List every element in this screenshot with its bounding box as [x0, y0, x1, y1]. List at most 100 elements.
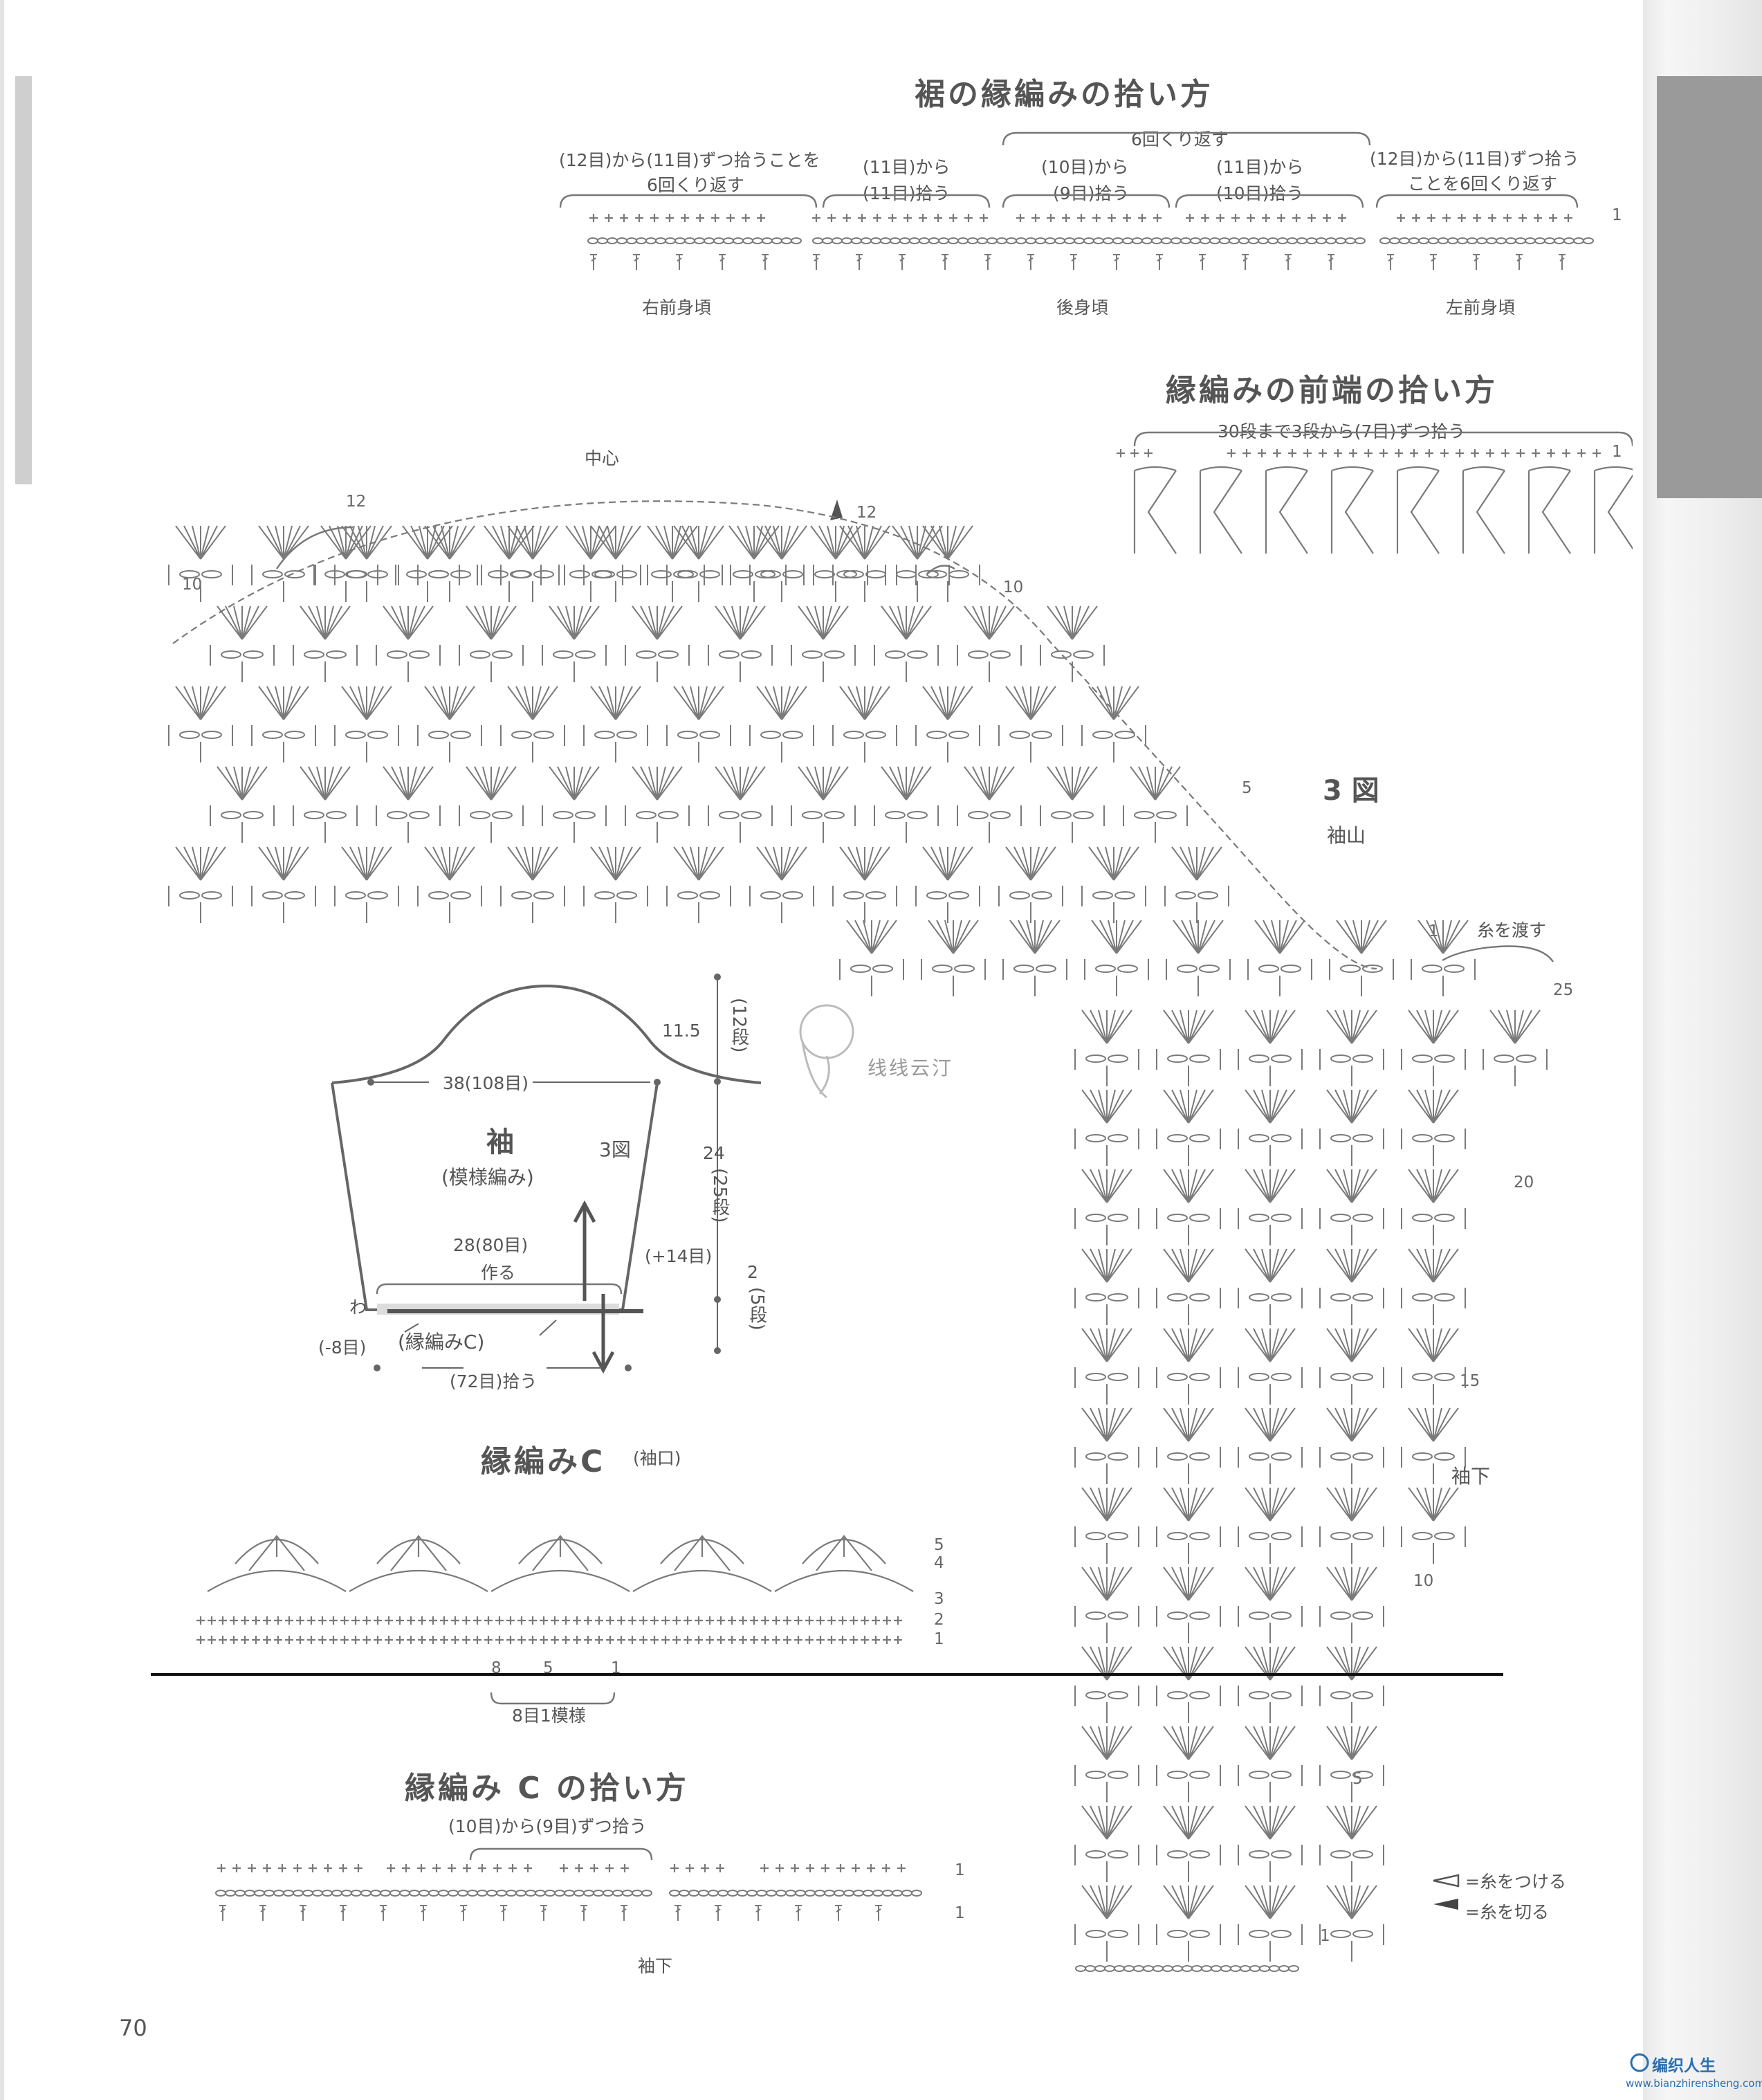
row-5-body: 5	[1352, 1770, 1363, 1788]
cap-height: 11.5	[662, 1021, 701, 1041]
sleeve-minus8: (-8目)	[318, 1337, 367, 1358]
sleeve-figure-ref: 3図	[599, 1138, 631, 1161]
row-1-body: 1	[1320, 1927, 1330, 1945]
fan-motif	[1156, 1726, 1221, 1802]
fan-motif	[1238, 1169, 1303, 1245]
page-number: 70	[119, 2015, 147, 2041]
fan-motif	[1238, 1328, 1303, 1405]
fan-motif	[708, 605, 773, 682]
edge-c-count-5: 5	[543, 1659, 553, 1677]
fan-motif	[1156, 1407, 1221, 1484]
fan-motif	[1156, 1248, 1221, 1325]
fan-motif	[376, 766, 441, 843]
front-edge-title: 縁編みの前端の拾い方	[1166, 373, 1498, 408]
label-right-front: 右前身頃	[642, 298, 712, 318]
fan-motif	[1238, 1726, 1303, 1802]
single-crochet-row	[1117, 449, 1153, 457]
fan-motif	[1319, 1885, 1384, 1962]
chain-row	[587, 237, 802, 244]
edge-c-pickup-title: 縁編み C の拾い方	[405, 1771, 689, 1806]
fan-motif	[1156, 1885, 1221, 1962]
single-crochet-row	[196, 1636, 902, 1644]
fan-motif	[998, 686, 1063, 763]
fan-motif	[1319, 1328, 1384, 1405]
fan-motif	[1081, 846, 1146, 923]
fan-motif	[1238, 1567, 1303, 1643]
edge-c-row-1: 1	[934, 1630, 944, 1648]
cap-rows: (12段)	[728, 998, 749, 1053]
edge-c-chart	[196, 1535, 914, 1705]
legend-attach: =糸をつける	[1465, 1872, 1566, 1892]
fan-motif	[1401, 1169, 1466, 1245]
row-5-cap: 5	[1242, 779, 1252, 797]
fan-motif	[1483, 1010, 1548, 1086]
fan-motif	[1074, 1487, 1139, 1564]
fan-motif	[1401, 1089, 1466, 1166]
sleeve-outline	[331, 974, 762, 1374]
fan-motif	[459, 766, 524, 843]
single-crochet-row	[670, 1864, 724, 1872]
fan-motif	[1319, 1805, 1384, 1882]
double-crochet-row	[1387, 254, 1566, 270]
fan-motif	[1002, 920, 1067, 996]
single-crochet-row	[560, 1864, 629, 1872]
double-crochet-row	[813, 254, 1334, 270]
fan-motif	[1166, 920, 1231, 996]
hem-a1: (11目)から	[863, 157, 951, 177]
sleeve-pattern: (模様編み)	[441, 1166, 534, 1189]
site-url: www.bianzhirensheng.com	[1626, 2077, 1762, 2090]
fan-motif	[915, 525, 980, 602]
fan-motif	[832, 525, 897, 602]
reference-line	[151, 1673, 1503, 1676]
fan-motif	[583, 686, 648, 763]
edge-c-pickup-underarm: 袖下	[638, 1956, 673, 1976]
fan-motif	[708, 766, 773, 843]
edge-c-pickup-row-1a: 1	[955, 1861, 965, 1879]
fan-motif	[1401, 1407, 1466, 1484]
front-edge-motif	[1527, 466, 1571, 554]
fan-motif	[251, 686, 316, 763]
sleeve-make: 作る	[481, 1263, 516, 1283]
fan-motif	[558, 525, 623, 602]
fan-motif	[885, 525, 950, 602]
row-25: 25	[1553, 981, 1574, 999]
front-edge-motif	[1265, 466, 1308, 554]
fan-motif	[1247, 920, 1312, 996]
edge-c-row-4: 4	[934, 1554, 944, 1572]
double-crochet-row	[219, 1905, 627, 1921]
fan-motif	[1081, 686, 1146, 763]
fan-motif	[1238, 1805, 1303, 1882]
fan-motif	[210, 605, 275, 682]
site-logo-icon	[1630, 2053, 1649, 2072]
cuff-rows: (5段)	[746, 1287, 767, 1331]
edge-c-pickup-diagram	[215, 1847, 923, 1921]
front-edge-stitches	[1117, 449, 1633, 554]
fan-motif	[1156, 1487, 1221, 1564]
fan-motif	[1319, 1726, 1384, 1802]
fan-motif	[1238, 1248, 1303, 1325]
edge-c-pickup-stitches	[215, 1864, 923, 1921]
fan-motif	[1156, 1010, 1221, 1086]
chain-row	[215, 1890, 653, 1897]
fan-motif	[1319, 1487, 1384, 1564]
fan-motif	[1164, 846, 1229, 923]
center-label: 中心	[585, 448, 620, 468]
sleeve-stitch-chart	[168, 500, 1554, 1972]
fan-motif	[1238, 1010, 1303, 1086]
fan-motif	[417, 846, 482, 923]
fan-motif	[640, 525, 705, 602]
fan-motif	[1074, 1567, 1139, 1643]
hem-pickup-diagram	[559, 131, 1595, 270]
edge-c-pickup-row-1b: 1	[955, 1904, 965, 1922]
single-crochet-row	[217, 1864, 363, 1872]
edge-c-title: 縁編みC	[481, 1444, 606, 1479]
row-10-left: 10	[182, 576, 203, 594]
hem-right-note-1: (12目)から(11目)ずつ拾う	[1370, 149, 1579, 169]
fan-motif	[791, 766, 856, 843]
row-20: 20	[1514, 1174, 1534, 1191]
double-crochet-row	[590, 254, 769, 270]
fan-motif	[1156, 1169, 1221, 1245]
underarm-label: 袖下	[1451, 1465, 1491, 1488]
front-edge-row-1: 1	[1612, 443, 1622, 461]
fan-motif	[542, 605, 607, 682]
